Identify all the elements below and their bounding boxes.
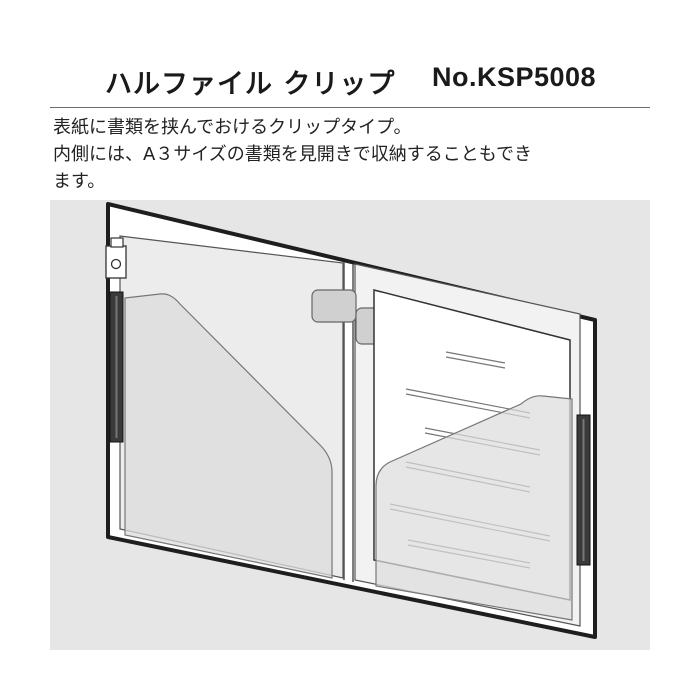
description-line-1: 表紙に書類を挟んでおけるクリップタイプ。	[53, 117, 412, 138]
description-line-2: 内側には、A３サイズの書類を見開きで収納することもでき	[53, 144, 533, 165]
clip-icon	[105, 237, 127, 279]
description-line-3: ます。	[53, 171, 106, 192]
product-description: 表紙に書類を挟んでおけるクリップタイプ。 内側には、A３サイズの書類を見開きで収…	[53, 114, 653, 195]
left-pocket	[124, 293, 333, 579]
model-number: No.KSP5008	[432, 62, 597, 92]
title-row: ハルファイル クリップ No.KSP5008	[0, 58, 700, 102]
open-file-folder-drawing	[105, 202, 597, 639]
title-divider	[50, 107, 650, 108]
right-pocket	[375, 395, 573, 621]
product-illustration	[50, 200, 650, 650]
left-index-tab	[311, 289, 357, 323]
product-name: ハルファイル クリップ	[105, 69, 396, 100]
